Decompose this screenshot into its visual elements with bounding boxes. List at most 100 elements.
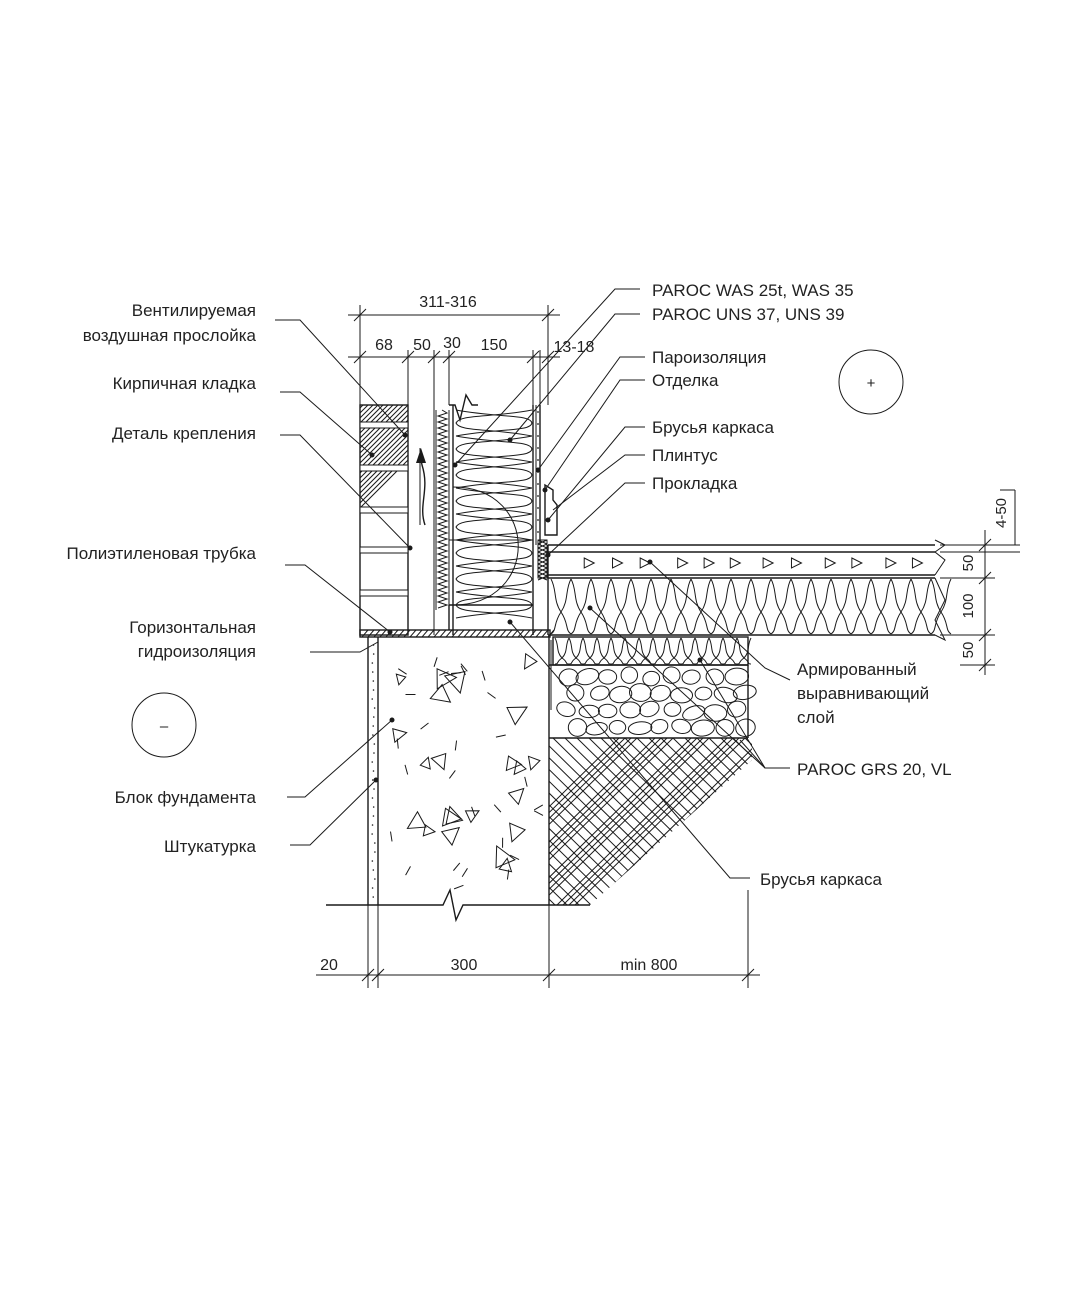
gravel-stone xyxy=(598,669,618,685)
gravel-stone xyxy=(705,668,725,686)
brick-hatch-line xyxy=(360,235,408,283)
floor-insulation-curve xyxy=(590,578,612,635)
soil-hatch-line xyxy=(971,738,1074,905)
screed-mark xyxy=(639,557,652,569)
soil-hatch-line xyxy=(1007,738,1074,905)
dim-floor-layer1: 50 xyxy=(960,555,977,572)
grs-layer xyxy=(552,636,752,666)
label-waterproofing-line2: гидроизоляция xyxy=(138,642,256,661)
dimension-lines xyxy=(316,305,1020,988)
aggregate-mark xyxy=(498,857,513,873)
label-uns: PAROC UNS 37, UNS 39 xyxy=(652,305,844,324)
plaster-dot xyxy=(374,878,376,880)
gravel-stone xyxy=(619,701,642,719)
label-gasket: Прокладка xyxy=(652,474,738,493)
gravel-stone xyxy=(627,721,653,735)
label-finish: Отделка xyxy=(652,371,719,390)
dim-floor-gap: 4-50 xyxy=(993,498,1010,528)
brick-hatch-line xyxy=(360,245,408,293)
plaster-dot xyxy=(373,752,375,754)
soil-hatch-line xyxy=(1031,738,1074,905)
soil-hatch-line xyxy=(989,738,1074,905)
plaster-dot xyxy=(374,842,376,844)
screed-mark xyxy=(885,557,898,569)
soil-hatch-line xyxy=(1037,738,1074,905)
dim-ground-insulation: min 800 xyxy=(621,957,678,974)
insulation-curve xyxy=(455,487,533,515)
aggregate-mark xyxy=(495,844,516,869)
plaster-dot xyxy=(373,788,375,790)
screed-mark xyxy=(790,557,803,569)
insulation-curve xyxy=(455,539,533,567)
soil-hatch-line xyxy=(549,738,638,905)
aggregate-dash xyxy=(481,670,486,681)
soil-hatch-line xyxy=(562,738,734,905)
dim-floor-layer2: 100 xyxy=(960,593,977,618)
plaster-dot xyxy=(372,815,375,817)
soil-hatch-line xyxy=(549,738,668,905)
grs-insulation-curve xyxy=(652,637,668,665)
brick-hatch-line xyxy=(360,220,408,268)
floor-insulation-curve xyxy=(830,578,852,635)
soil-hatch-line xyxy=(568,738,740,905)
aggregate-mark xyxy=(507,787,525,806)
plaster-dot xyxy=(372,653,375,655)
plaster-dot xyxy=(372,770,375,772)
aggregate-dash xyxy=(404,764,409,775)
brick-hatch-line xyxy=(360,434,408,484)
finish-dot xyxy=(537,531,539,533)
brick-hatch-line xyxy=(360,180,408,228)
aggregate-mark xyxy=(523,652,538,670)
aggregate-dash xyxy=(439,671,449,676)
soil-hatch-line xyxy=(361,738,531,905)
gravel-stone xyxy=(682,705,706,721)
brick-hatch-line xyxy=(360,195,408,243)
plaster-dot xyxy=(372,734,374,736)
floor-insulation-curve xyxy=(570,578,592,635)
gravel-stone xyxy=(663,701,682,717)
aggregate-mark xyxy=(440,826,461,847)
mortar-joint xyxy=(359,546,409,554)
brick-hatch-line xyxy=(360,165,408,213)
aggregate-dash xyxy=(448,770,456,779)
floor-insulation-curve xyxy=(670,578,692,635)
frame-insulation xyxy=(449,393,534,635)
outside-sign-label: – xyxy=(160,718,169,735)
gravel-stone xyxy=(642,670,661,687)
brick-hatch-line xyxy=(360,290,408,338)
gravel-stone xyxy=(681,669,701,685)
aggregate-mark xyxy=(395,673,407,686)
brick-hatch-line xyxy=(360,405,364,409)
label-frame-beams-top: Брусья каркаса xyxy=(652,418,775,437)
soil-hatch-line xyxy=(349,738,519,905)
floor-insulation-curve xyxy=(730,578,752,635)
gravel-stone xyxy=(715,718,735,737)
gravel-stone xyxy=(727,700,747,718)
floor-insulation-curve xyxy=(690,578,712,635)
gravel-stone xyxy=(690,719,715,737)
aggregate-mark xyxy=(419,756,431,770)
soil-hatch-line xyxy=(1025,738,1074,905)
grs-insulation-curve xyxy=(554,637,570,665)
gravel-stone xyxy=(590,685,610,701)
aggregate-dash xyxy=(524,776,528,787)
soil-hatch-line xyxy=(1001,738,1074,905)
gravel-stone xyxy=(620,666,639,684)
dim-brick: 68 xyxy=(375,337,393,354)
plaster-dot xyxy=(371,887,374,889)
aggregate-mark xyxy=(443,670,466,695)
label-plaster: Штукатурка xyxy=(164,837,257,856)
soil-hatch-line xyxy=(549,738,592,905)
finish-dot xyxy=(537,411,539,413)
aggregate-dash xyxy=(461,868,468,878)
plaster-dot xyxy=(372,806,375,808)
aggregate-dash xyxy=(460,665,466,676)
aggregate-dash xyxy=(405,866,411,876)
aggregate-dash xyxy=(420,722,429,730)
aggregate-dash xyxy=(453,862,461,871)
grs-insulation-curve xyxy=(638,637,654,665)
finish-layer xyxy=(535,405,541,545)
gravel-stone xyxy=(735,718,756,737)
aggregate-mark xyxy=(513,759,527,776)
soil-hatch-line xyxy=(610,738,752,905)
